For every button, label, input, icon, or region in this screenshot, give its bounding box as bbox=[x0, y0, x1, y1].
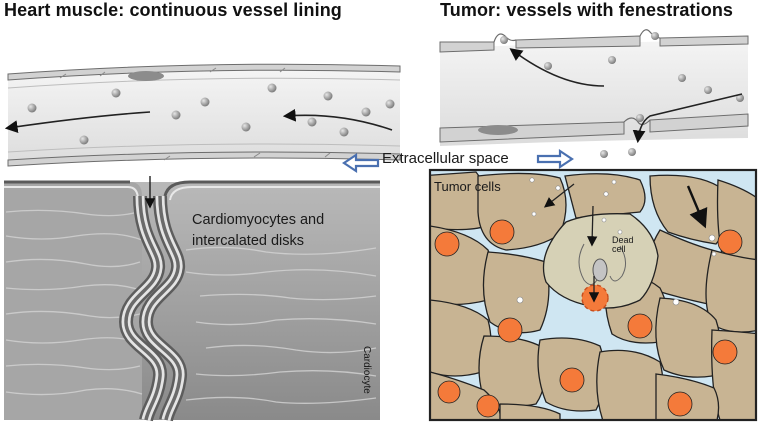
endothelial-nucleus bbox=[478, 125, 518, 135]
dead-cell-label-line2: cell bbox=[612, 244, 626, 254]
extracellular-label: Extracellular space bbox=[382, 150, 509, 167]
flow-arrow bbox=[282, 108, 393, 131]
cardiac-muscle: Cardiomyocytes and intercalated disks Ca… bbox=[4, 176, 380, 422]
extravasation-arrow bbox=[509, 48, 605, 87]
extravasation-arrow bbox=[632, 93, 743, 144]
flow-arrow bbox=[686, 185, 708, 229]
tumor-tissue: Tumor cells Dead cell bbox=[428, 168, 758, 422]
dead-cell-nucleus bbox=[581, 284, 609, 312]
tumor-vessel bbox=[439, 29, 749, 158]
tumor-cells-label: Tumor cells bbox=[434, 179, 501, 194]
heart-vessel bbox=[4, 63, 401, 167]
heart-muscle-title: Heart muscle: continuous vessel lining bbox=[4, 0, 342, 20]
cardiomyocytes-label-line1: Cardiomyocytes and bbox=[192, 212, 324, 228]
myofibril-striations bbox=[5, 209, 377, 404]
diffusion-arrow bbox=[587, 205, 598, 247]
drug-particles bbox=[500, 32, 744, 158]
dead-cell-label-line1: Dead bbox=[612, 235, 634, 245]
right-arrow-icon bbox=[536, 148, 574, 170]
cardiocyte-caption: Cardiocyte bbox=[361, 346, 372, 394]
endothelial-nucleus bbox=[128, 71, 164, 81]
drug-particles bbox=[516, 177, 717, 306]
tumor-title: Tumor: vessels with fenestrations bbox=[440, 0, 734, 20]
left-arrow-icon bbox=[342, 152, 380, 174]
cardiomyocytes-label-line2: intercalated disks bbox=[192, 233, 304, 249]
drug-particles bbox=[27, 83, 395, 145]
diffusion-arrow bbox=[543, 183, 575, 208]
flow-arrow bbox=[4, 111, 151, 133]
nuclei bbox=[434, 219, 743, 418]
